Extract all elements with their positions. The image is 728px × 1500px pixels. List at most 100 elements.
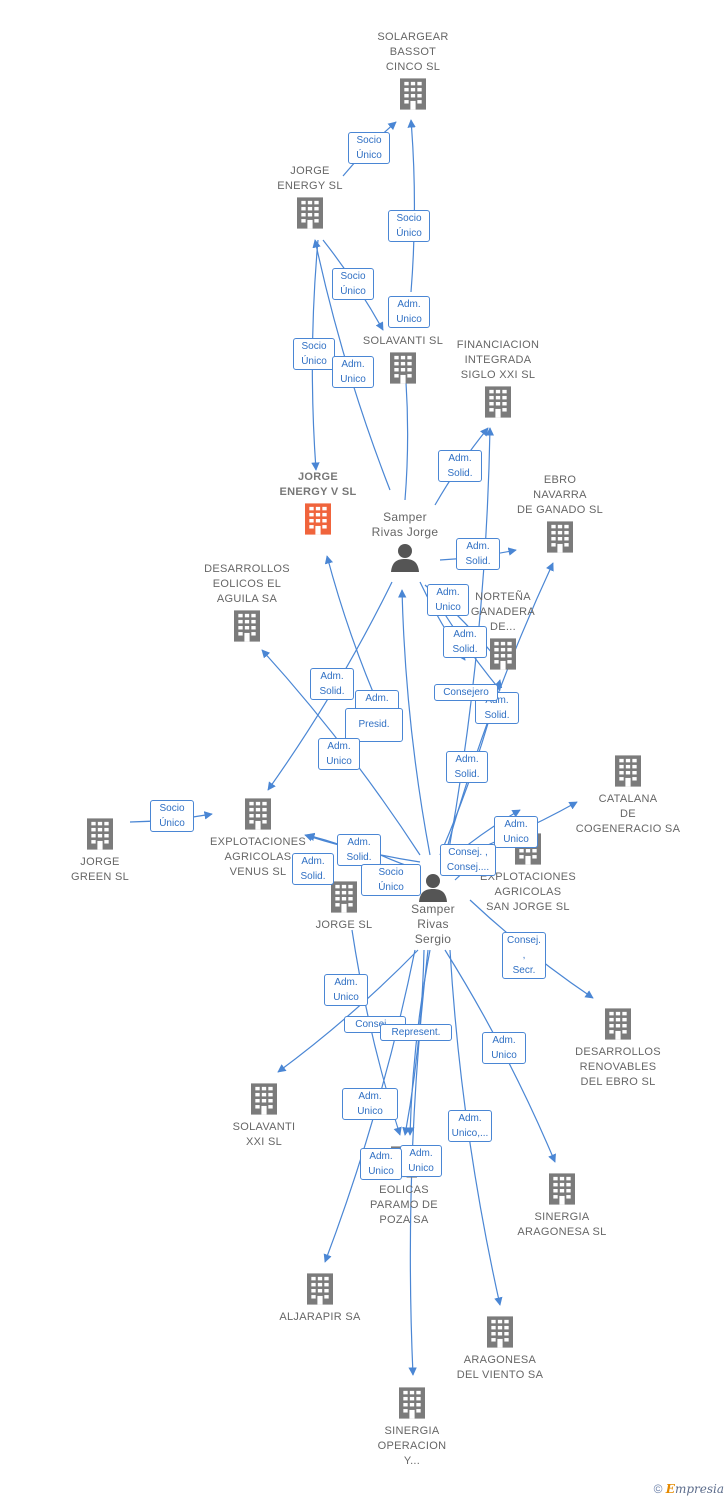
company-node-ebro-navarra[interactable]: EBRO NAVARRA DE GANADO SL bbox=[500, 473, 620, 554]
building-icon bbox=[251, 1083, 277, 1115]
building-icon bbox=[331, 881, 357, 913]
building-icon bbox=[490, 638, 516, 670]
company-name: DESARROLLOS EOLICOS EL AGUILA SA bbox=[204, 563, 290, 605]
relation-edge bbox=[401, 367, 410, 501]
relation-label: Socio Único bbox=[332, 268, 374, 300]
company-node-explot-venus[interactable]: EXPLOTACIONES AGRICOLAS VENUS SL bbox=[198, 795, 318, 880]
person-name: Samper Rivas Sergio bbox=[411, 902, 455, 946]
building-icon bbox=[399, 1387, 425, 1419]
company-node-desarrollos-renov[interactable]: DESARROLLOS RENOVABLES DEL EBRO SL bbox=[558, 1005, 678, 1090]
relation-label: Adm. Solid. bbox=[446, 751, 488, 783]
person-node-samper-sergio[interactable]: Samper Rivas Sergio bbox=[373, 870, 493, 947]
person-node-samper-jorge[interactable]: Samper Rivas Jorge bbox=[345, 510, 465, 572]
company-node-eolicas-paramo[interactable]: EOLICAS PARAMO DE POZA SA bbox=[344, 1143, 464, 1228]
company-node-sinergia-operacion[interactable]: SINERGIA OPERACION Y... bbox=[352, 1384, 472, 1469]
building-icon bbox=[547, 521, 573, 553]
relation-label: Socio Único bbox=[361, 864, 421, 896]
building-icon bbox=[305, 503, 331, 535]
relation-label: Adm. Solid. bbox=[438, 450, 482, 482]
relation-edge bbox=[407, 119, 416, 293]
credit: © Empresia bbox=[654, 1482, 724, 1496]
building-icon bbox=[245, 798, 271, 830]
building-icon bbox=[615, 755, 641, 787]
company-node-nortena[interactable]: NORTEÑA GANADERA DE... bbox=[443, 590, 563, 671]
company-node-solargear[interactable]: SOLARGEAR BASSOT CINCO SL bbox=[353, 30, 473, 111]
relation-label: Adm. Solid. bbox=[292, 853, 334, 885]
relation-label: Adm. Unico bbox=[494, 816, 538, 848]
company-name: EXPLOTACIONES AGRICOLAS SAN JORGE SL bbox=[480, 871, 576, 913]
relation-label: Socio Único bbox=[293, 338, 335, 370]
company-node-explot-sanjorge[interactable]: EXPLOTACIONES AGRICOLAS SAN JORGE SL bbox=[468, 830, 588, 915]
company-node-aljarapir[interactable]: ALJARAPIR SA bbox=[260, 1270, 380, 1325]
relation-label: Socio Único bbox=[348, 132, 390, 164]
company-node-desarrollos-eolicos[interactable]: DESARROLLOS EOLICOS EL AGUILA SA bbox=[187, 562, 307, 643]
relation-label: Consej. , Consej.... bbox=[440, 844, 496, 876]
company-name: CATALANA DE COGENERACIO SA bbox=[575, 793, 681, 835]
building-icon bbox=[400, 78, 426, 110]
relation-label: Adm. Unico bbox=[324, 974, 368, 1006]
company-name: ARAGONESA DEL VIENTO SA bbox=[456, 1354, 544, 1381]
building-icon bbox=[549, 1173, 575, 1205]
relation-label: Adm. Unico bbox=[318, 738, 360, 770]
company-name: SOLAVANTI XXI SL bbox=[232, 1121, 296, 1148]
relation-label: Adm. Unico bbox=[360, 1148, 402, 1180]
company-name: JORGE ENERGY V SL bbox=[279, 471, 357, 498]
relation-label: Socio Único bbox=[388, 210, 430, 242]
company-name: EOLICAS PARAMO DE POZA SA bbox=[370, 1184, 438, 1226]
company-name: SINERGIA ARAGONESA SL bbox=[517, 1211, 607, 1238]
company-name: EXPLOTACIONES AGRICOLAS VENUS SL bbox=[210, 836, 306, 878]
company-name: SOLAVANTI SL bbox=[362, 335, 444, 347]
company-node-sinergia-aragonesa[interactable]: SINERGIA ARAGONESA SL bbox=[502, 1170, 622, 1240]
relation-label: Adm. Unico bbox=[342, 1088, 398, 1120]
relation-label: Adm. Solid. bbox=[337, 834, 381, 866]
relation-label: Represent. bbox=[380, 1024, 452, 1041]
company-name: DESARROLLOS RENOVABLES DEL EBRO SL bbox=[575, 1046, 661, 1088]
company-name: JORGE SL bbox=[315, 919, 373, 931]
company-name: FINANCIACION INTEGRADA SIGLO XXI SL bbox=[456, 339, 540, 381]
building-icon bbox=[297, 197, 323, 229]
relation-label: Consej. , Secr. bbox=[502, 932, 546, 979]
company-name: JORGE GREEN SL bbox=[70, 856, 130, 883]
relation-label: Adm. Solid. bbox=[443, 626, 487, 658]
relation-label: Presid. bbox=[345, 708, 403, 742]
company-node-catalana[interactable]: CATALANA DE COGENERACIO SA bbox=[568, 752, 688, 837]
company-node-solavanti-sl[interactable]: SOLAVANTI SL bbox=[343, 334, 463, 385]
relation-label: Adm. Unico bbox=[332, 356, 374, 388]
company-node-financiacion[interactable]: FINANCIACION INTEGRADA SIGLO XXI SL bbox=[438, 338, 558, 419]
building-icon bbox=[487, 1316, 513, 1348]
relation-label: Socio Único bbox=[150, 800, 194, 832]
company-node-jorge-energy-v[interactable]: JORGE ENERGY V SL bbox=[258, 470, 378, 536]
person-icon bbox=[391, 544, 419, 572]
company-name: NORTEÑA GANADERA DE... bbox=[470, 591, 536, 633]
company-name: SINERGIA OPERACION Y... bbox=[377, 1425, 447, 1467]
empresia-logo[interactable]: Empresia bbox=[665, 1482, 724, 1496]
company-name: ALJARAPIR SA bbox=[279, 1311, 361, 1323]
relation-edge bbox=[406, 949, 431, 1136]
company-node-jorge-green[interactable]: JORGE GREEN SL bbox=[40, 815, 160, 885]
relation-label: Adm. Unico bbox=[388, 296, 430, 328]
company-name: SOLARGEAR BASSOT CINCO SL bbox=[377, 31, 449, 73]
person-icon bbox=[419, 874, 447, 902]
relation-edge bbox=[402, 949, 425, 1136]
company-node-solavanti-xxi[interactable]: SOLAVANTI XXI SL bbox=[204, 1080, 324, 1150]
company-node-jorge-sl[interactable]: JORGE SL bbox=[284, 878, 404, 933]
company-node-jorge-energy-sl[interactable]: JORGE ENERGY SL bbox=[250, 164, 370, 230]
company-name: EBRO NAVARRA DE GANADO SL bbox=[516, 474, 604, 516]
relation-label: Adm. Unico,... bbox=[448, 1110, 492, 1142]
relation-label: Adm. Solid. bbox=[456, 538, 500, 570]
relation-label: Adm. Solid. bbox=[310, 668, 354, 700]
relation-label: Adm. Unico bbox=[400, 1145, 442, 1177]
building-icon bbox=[307, 1273, 333, 1305]
relation-label: Adm. Unico bbox=[482, 1032, 526, 1064]
relation-label: Consejero bbox=[434, 684, 498, 701]
relation-label: Adm. Unico bbox=[427, 584, 469, 616]
relation-edge bbox=[277, 949, 419, 1073]
building-icon bbox=[87, 818, 113, 850]
building-icon bbox=[485, 386, 511, 418]
building-icon bbox=[390, 352, 416, 384]
company-node-aragonesa-viento[interactable]: ARAGONESA DEL VIENTO SA bbox=[440, 1313, 560, 1383]
building-icon bbox=[605, 1008, 631, 1040]
building-icon bbox=[234, 610, 260, 642]
copyright-icon: © bbox=[653, 1482, 663, 1496]
company-name: JORGE ENERGY SL bbox=[277, 165, 343, 192]
